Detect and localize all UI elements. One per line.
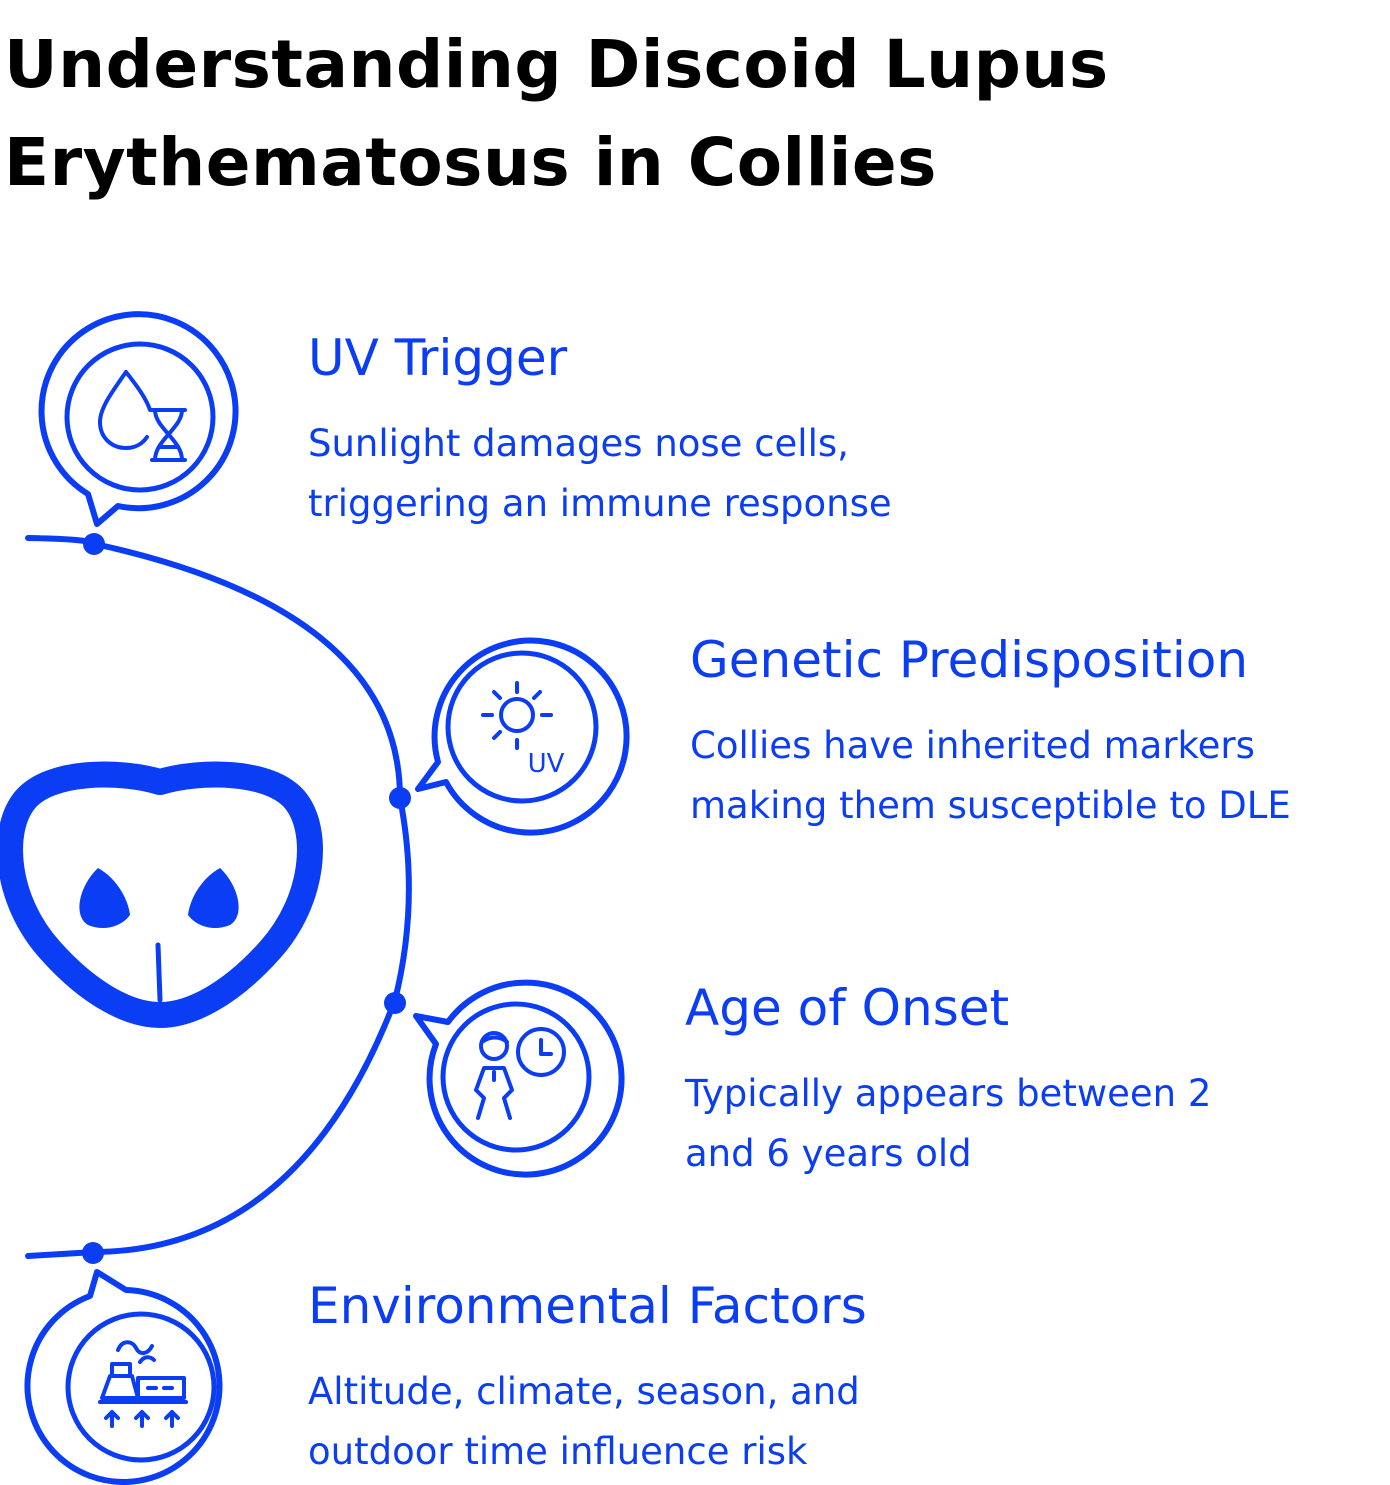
drop-dna-icon [98,370,187,462]
bubble-uv-trigger [38,311,239,527]
dog-nose-icon [0,761,323,1028]
connector-arc [25,535,412,1259]
item-desc-line: and 6 years old [685,1132,972,1175]
item-desc-line: Typically appears between 2 [685,1072,1212,1115]
item-title-uv-trigger: UV Trigger [308,329,568,387]
item-desc-line: triggering an immune response [308,482,892,525]
bubble-age-of-onset [413,979,625,1178]
bubble-genetic-predisposition [415,637,630,836]
right-nostril [188,868,239,929]
item-title-environmental-factors: Environmental Factors [308,1277,867,1335]
uv-icon-label: UV [528,749,565,779]
item-title-genetic-predisposition: Genetic Predisposition [690,631,1249,689]
sun-uv-icon [481,681,553,750]
node-dot [384,992,406,1014]
item-desc-line: Sunlight damages nose cells, [308,422,849,465]
item-desc-line: outdoor time influence risk [308,1430,808,1473]
left-nostril [79,868,130,929]
item-title-age-of-onset: Age of Onset [685,979,1010,1037]
page-title: Understanding Discoid Lupus Erythematosu… [4,26,1109,201]
node-dot [389,787,411,809]
person-clock-icon [474,1027,566,1120]
item-desc-line: Altitude, climate, season, and [308,1370,860,1413]
node-dot [82,1242,104,1264]
item-desc-line: Collies have inherited markers [690,724,1255,767]
item-desc-line: making them susceptible to DLE [690,784,1291,827]
bubble-environmental-factors [24,1269,223,1485]
factory-icon [98,1340,188,1428]
node-dot [83,533,105,555]
